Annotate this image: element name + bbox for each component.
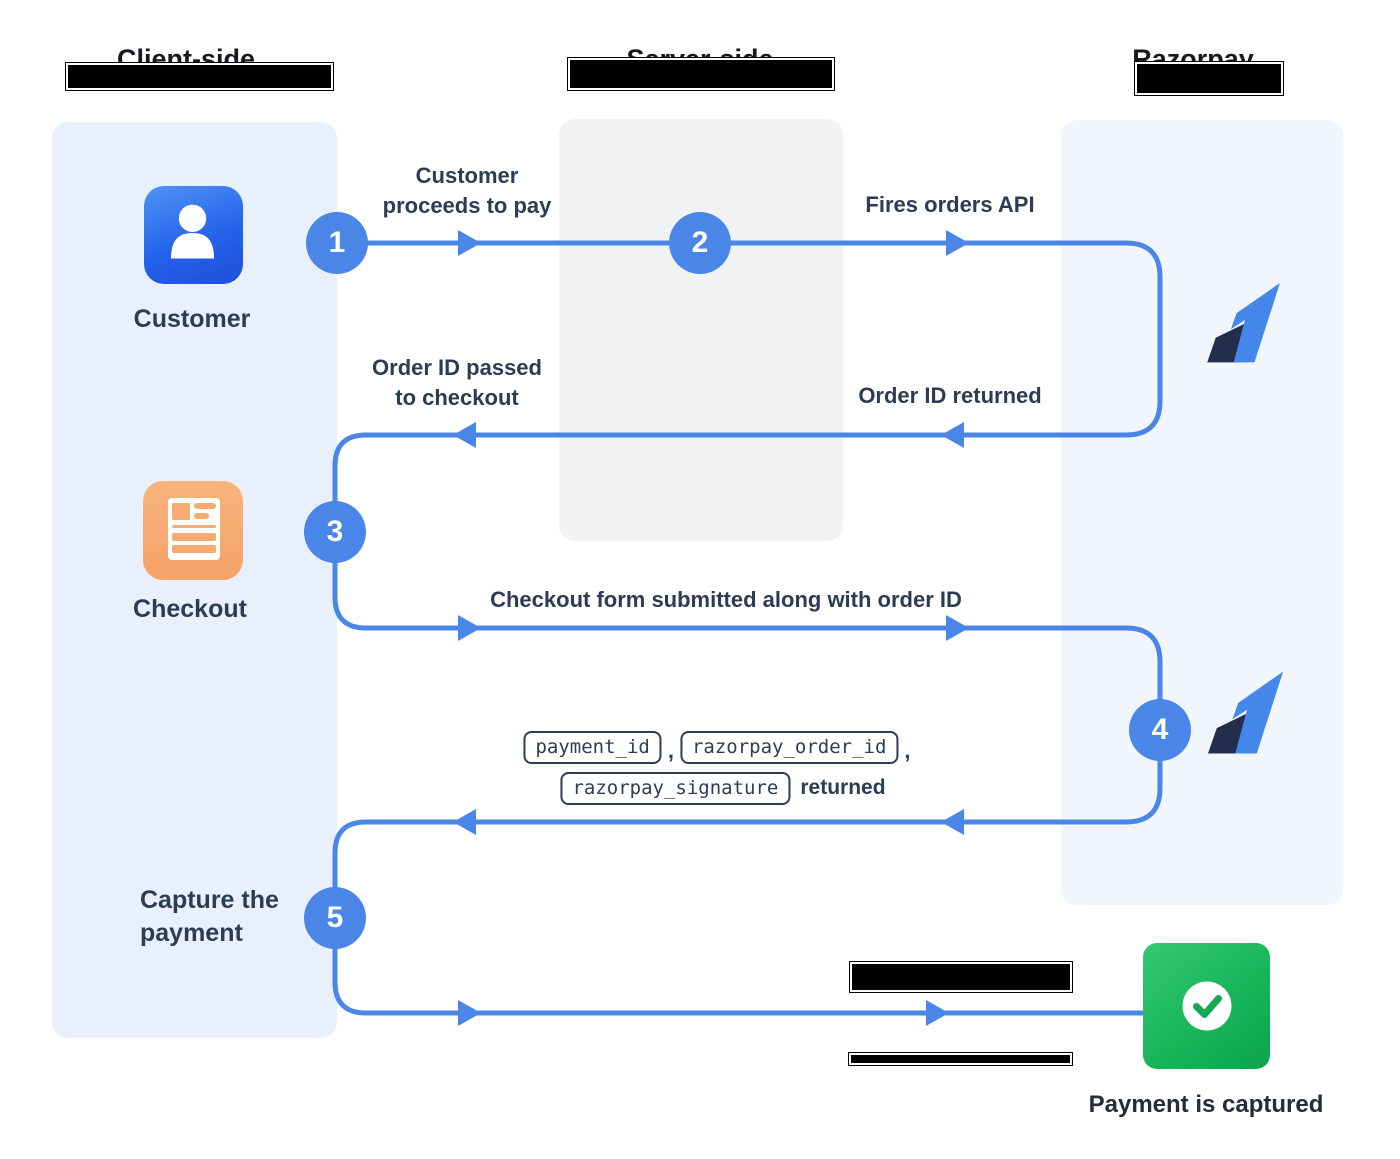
step-circle-3: 3	[304, 501, 366, 563]
arrowhead-right	[926, 1000, 949, 1026]
code-tokens-row-1: payment_id , razorpay_order_id ,	[523, 731, 911, 764]
comma-separator: ,	[667, 737, 674, 763]
flow-path	[332, 240, 1163, 1016]
capture-payment-line1: Capture the	[140, 886, 279, 914]
customer-proceeds-line2: proceeds to pay	[382, 193, 552, 218]
redaction-box	[850, 962, 1072, 992]
redaction-box	[1135, 62, 1283, 95]
code-tokens-row-2: razorpay_signature returned	[560, 772, 886, 805]
document-line	[172, 545, 216, 553]
customer-proceeds-line1: Customer	[415, 163, 519, 188]
payment-captured-label: Payment is captured	[1088, 1091, 1324, 1118]
razorpay-logo-shape	[1208, 671, 1284, 754]
razorpay-order-id-token: razorpay_order_id	[679, 731, 899, 764]
server-side-panel	[559, 119, 843, 541]
order-id-passed-label: Order ID passed to checkout	[372, 353, 542, 413]
payment-id-token: payment_id	[523, 731, 662, 764]
arrowhead-left	[941, 809, 964, 835]
fires-orders-api-label: Fires orders API	[865, 192, 1035, 217]
capture-payment-line2: payment	[140, 919, 243, 947]
document-line	[172, 533, 216, 541]
document-line	[172, 525, 216, 528]
arrowhead-left	[453, 809, 476, 835]
arrowhead-right	[458, 1000, 481, 1026]
razorpay-signature-token: razorpay_signature	[560, 772, 791, 805]
order-id-passed-line1: Order ID passed	[372, 355, 542, 380]
capture-payment-label: Capture the payment	[140, 884, 279, 950]
checkout-form-submitted-label: Checkout form submitted along with order…	[490, 587, 962, 612]
razorpay-logo-icon	[1208, 671, 1286, 760]
comma-separator: ,	[904, 737, 911, 763]
arrowhead-left	[941, 422, 964, 448]
check-circle-background	[1182, 981, 1231, 1031]
document-sheet	[168, 498, 220, 560]
redaction-box	[568, 58, 834, 90]
returned-suffix-label: returned	[800, 776, 886, 800]
redaction-box	[66, 63, 333, 90]
arrowhead-right	[458, 615, 481, 641]
check-mark	[1192, 995, 1222, 1018]
redaction-bar	[849, 1053, 1072, 1065]
order-id-passed-line2: to checkout	[395, 385, 519, 410]
check-circle-icon	[1143, 943, 1270, 1069]
document-image-block	[172, 503, 190, 520]
flow-arrowheads	[453, 230, 969, 1026]
customer-label: Customer	[133, 305, 251, 333]
document-line	[194, 513, 209, 519]
arrowhead-right	[946, 230, 969, 256]
step-circle-4: 4	[1129, 699, 1191, 761]
razorpay-panel	[1061, 120, 1343, 905]
arrowhead-right	[458, 230, 481, 256]
user-icon	[144, 186, 243, 284]
razorpay-logo-shape	[1207, 283, 1280, 363]
step-circle-2: 2	[669, 212, 731, 274]
razorpay-logo-icon	[1206, 283, 1284, 368]
document-line	[194, 503, 216, 509]
step-circle-1: 1	[306, 212, 368, 274]
document-icon	[143, 481, 243, 580]
step-circle-5: 5	[304, 887, 366, 949]
checkout-label: Checkout	[133, 595, 247, 623]
user-silhouette	[170, 204, 215, 259]
customer-proceeds-label: Customer proceeds to pay	[383, 161, 552, 221]
arrowhead-right	[946, 615, 969, 641]
arrowhead-left	[453, 422, 476, 448]
order-id-returned-label: Order ID returned	[858, 383, 1042, 408]
